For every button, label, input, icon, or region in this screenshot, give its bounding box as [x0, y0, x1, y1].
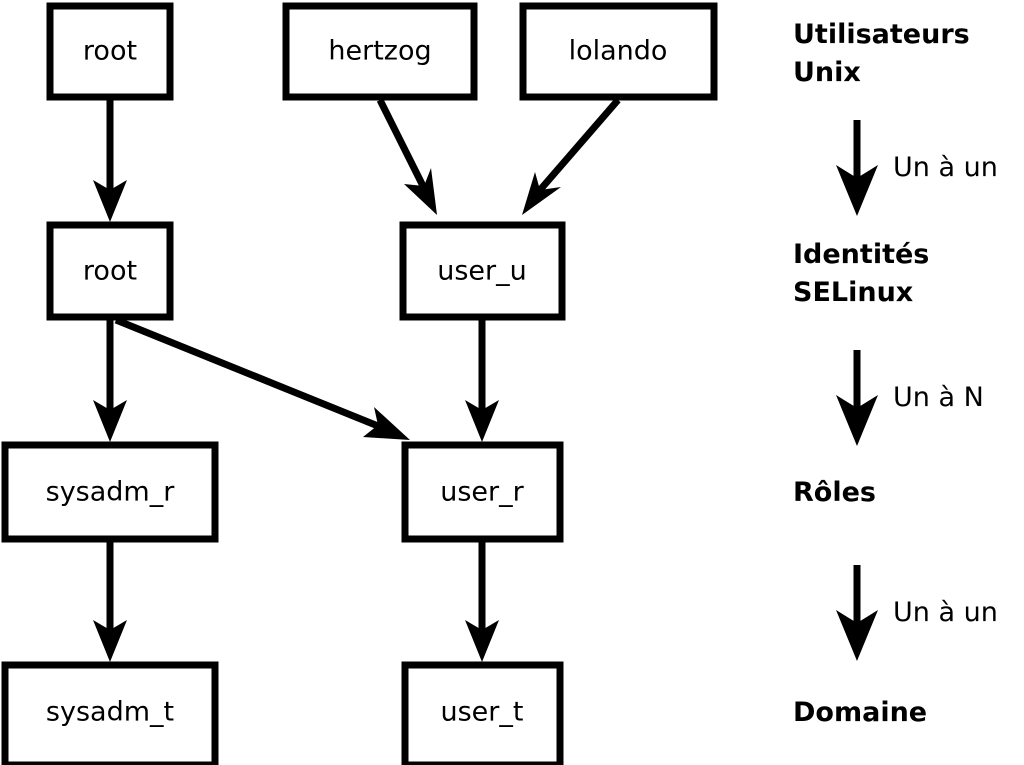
arrow-head-icon	[465, 620, 499, 662]
legend-stage-label-line1: Rôles	[793, 477, 876, 508]
arrow-head-icon	[363, 407, 410, 440]
node-unix-root[interactable]: root	[46, 2, 174, 101]
legend-arrow-roles-to-domain: Un à un	[836, 565, 998, 661]
edge-user-u-to-user-r	[465, 320, 499, 442]
arrow-head-icon	[522, 172, 561, 215]
node-label: user_u	[437, 256, 527, 287]
node-label: root	[83, 256, 137, 287]
legend-relation-label: Un à un	[893, 152, 998, 183]
legend-stage-label-line2: SELinux	[793, 277, 913, 308]
arrow-head-icon	[836, 395, 878, 446]
node-domain-user-t[interactable]: user_t	[401, 661, 564, 765]
node-label: user_t	[441, 697, 524, 728]
arrow-head-icon	[93, 180, 127, 222]
node-label: hertzog	[328, 36, 431, 67]
node-label: sysadm_r	[46, 477, 176, 508]
node-label: lolando	[569, 36, 668, 67]
legend-stage-label-line1: Identités	[793, 239, 929, 270]
edge-lolando-to-user-u	[522, 97, 621, 215]
legend-stage-label-line2: Unix	[793, 57, 861, 88]
legend-arrow-users-to-identities: Un à un	[836, 120, 998, 216]
legend-stage-unix-users: Utilisateurs Unix	[793, 19, 970, 88]
node-label: user_r	[440, 477, 524, 508]
edge-hertzog-to-user-u	[376, 98, 437, 215]
node-domain-sysadm-t[interactable]: sysadm_t	[1, 661, 219, 765]
edge-user-r-to-user-t	[465, 542, 499, 662]
arrow-head-icon	[836, 165, 878, 216]
edge-sysadm-r-to-sysadm-t	[93, 542, 127, 662]
node-unix-lolando[interactable]: lolando	[519, 2, 718, 101]
node-label: sysadm_t	[46, 697, 174, 728]
legend-arrow-identities-to-roles: Un à N	[836, 350, 984, 446]
node-label: root	[83, 36, 137, 67]
arrow-head-icon	[465, 400, 499, 442]
arrow-head-icon	[93, 400, 127, 442]
node-selinux-root[interactable]: root	[46, 221, 174, 321]
arrow-head-icon	[404, 168, 437, 215]
node-role-user-r[interactable]: user_r	[401, 441, 564, 543]
legend-stage-domain: Domaine	[793, 697, 927, 728]
node-selinux-user-u[interactable]: user_u	[399, 221, 566, 321]
edge-unix-root-to-selinux-root	[93, 100, 127, 222]
legend-stage-roles: Rôles	[793, 477, 876, 508]
legend-stage-selinux-identities: Identités SELinux	[793, 239, 929, 308]
legend-stage-label-line1: Utilisateurs	[793, 19, 970, 50]
arrow-head-icon	[836, 610, 878, 661]
edge-selinux-root-to-sysadm-r	[93, 320, 127, 442]
edge-selinux-root-to-user-r	[114, 316, 410, 440]
legend-relation-label: Un à un	[893, 597, 998, 628]
legend-relation-label: Un à N	[893, 382, 984, 413]
legend-stage-label-line1: Domaine	[793, 697, 927, 728]
arrow-head-icon	[93, 620, 127, 662]
node-role-sysadm-r[interactable]: sysadm_r	[1, 441, 219, 543]
node-unix-hertzog[interactable]: hertzog	[282, 2, 478, 101]
